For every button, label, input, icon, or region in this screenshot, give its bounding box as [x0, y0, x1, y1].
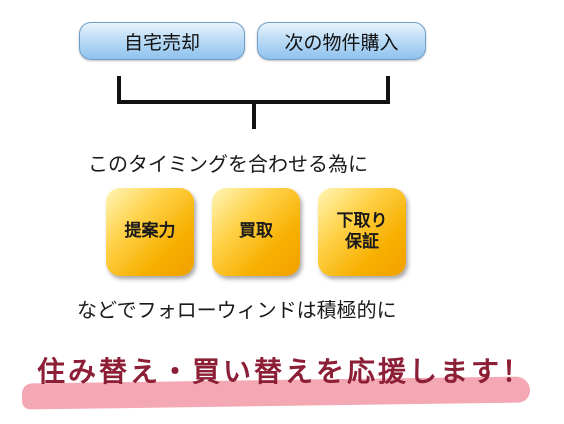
slogan-heading: 住み替え・買い替えを応援します！ — [37, 355, 534, 388]
follow-caption: などでフォローウィンドは積極的に — [77, 298, 397, 322]
service-purchase-button[interactable]: 買取 — [212, 188, 300, 276]
service-proposal-label: 提案力 — [124, 221, 176, 242]
next-property-purchase-label: 次の物件購入 — [284, 31, 399, 54]
timing-caption: このタイミングを合わせる為に — [88, 152, 368, 176]
service-purchase-label: 買取 — [239, 221, 273, 242]
bracket-bottom-bar — [117, 100, 390, 104]
service-proposal-button[interactable]: 提案力 — [106, 188, 194, 276]
bracket-stem — [252, 104, 256, 129]
service-tradein-guarantee-label: 下取り 保証 — [336, 210, 388, 252]
next-property-purchase-button[interactable]: 次の物件購入 — [257, 22, 426, 60]
bracket-right-arm — [386, 76, 390, 104]
home-sale-label: 自宅売却 — [123, 31, 200, 54]
bracket-left-arm — [117, 76, 121, 104]
service-tradein-guarantee-button[interactable]: 下取り 保証 — [318, 188, 406, 276]
home-sale-button[interactable]: 自宅売却 — [79, 22, 245, 60]
